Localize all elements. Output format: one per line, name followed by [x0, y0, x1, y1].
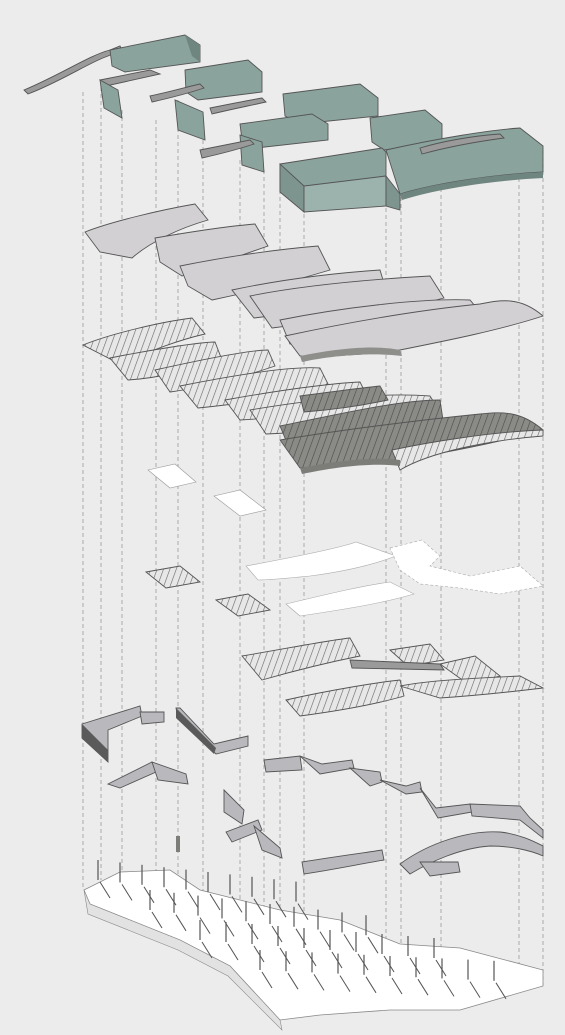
layer-roof-slabs [84, 203, 544, 362]
layer-ground-floor-plates [245, 539, 544, 617]
column-shadow [417, 978, 429, 996]
column-shadow [187, 891, 199, 908]
column-shadow [297, 903, 309, 920]
layer-walls [81, 705, 544, 877]
column-shadow [357, 953, 369, 971]
column-shadow [271, 925, 283, 943]
column-shadow [227, 943, 239, 961]
layer-roof-framing [81, 317, 544, 474]
layer-foundation-columns [83, 860, 544, 1031]
column-shadow [261, 971, 273, 989]
column-shadow [121, 884, 133, 901]
column-shadow [151, 911, 163, 929]
column-shadow [383, 955, 395, 973]
column-shadow [209, 893, 221, 911]
column-shadow [435, 959, 447, 977]
column-shadow [331, 951, 343, 969]
column-shadow [469, 981, 481, 998]
column-shadow [409, 957, 421, 975]
column-shadow [253, 898, 265, 916]
column-shadow [313, 974, 325, 991]
column-shadow [175, 914, 187, 932]
column-shadow [231, 896, 243, 913]
column-shadow [339, 975, 351, 992]
column-shadow [443, 980, 455, 997]
column-shadow [495, 982, 507, 1000]
column-shadow [247, 922, 259, 940]
column-shadow [343, 934, 355, 951]
column-shadow [99, 881, 111, 899]
column-shadow [275, 900, 287, 918]
column-shadow [391, 977, 403, 995]
layer-roof-glazing [23, 34, 544, 213]
layer-upper-floor-framing [144, 565, 272, 617]
column-shadow [199, 917, 211, 934]
column-shadow [305, 949, 317, 967]
layer-upper-floor-plates [147, 463, 267, 517]
column-shadow [279, 947, 291, 965]
column-shadow [367, 936, 379, 954]
column-shadow [319, 931, 331, 948]
column-shadow [143, 886, 155, 904]
column-shadow [365, 976, 377, 994]
layer-ground-floor-framing [241, 637, 545, 717]
column-shadow [253, 945, 265, 963]
column-shadow [287, 972, 299, 990]
column-shadow [201, 941, 213, 959]
